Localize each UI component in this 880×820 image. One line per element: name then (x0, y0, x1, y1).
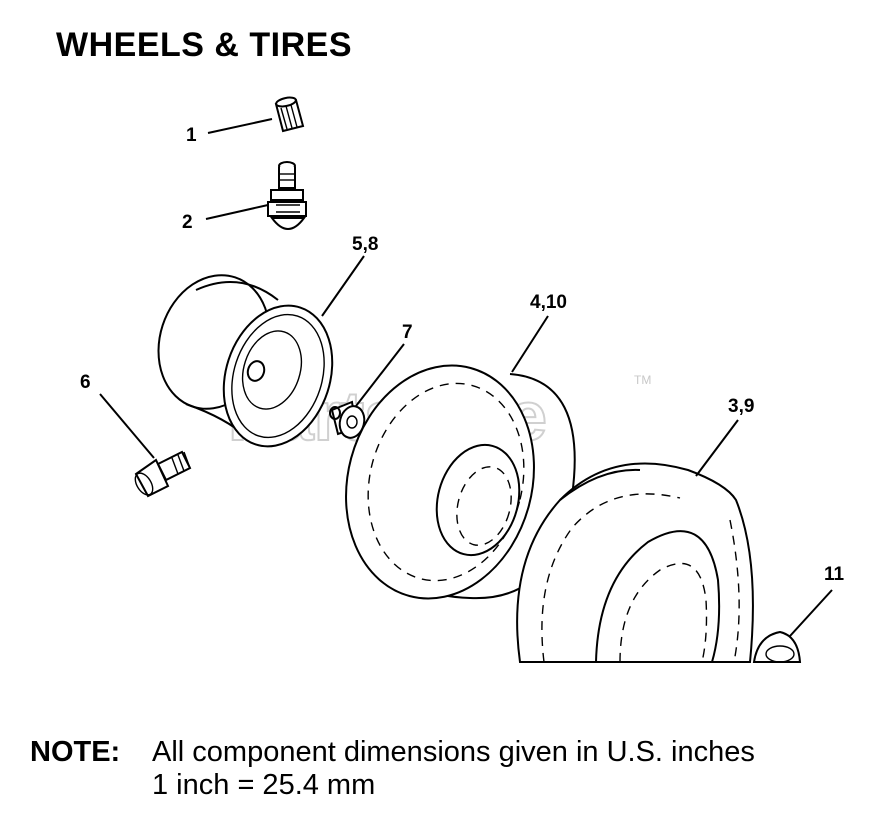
note-body: All component dimensions given in U.S. i… (152, 736, 755, 802)
page-title: WHEELS & TIRES (56, 26, 353, 64)
callout-3-9[interactable]: 3,9 (728, 396, 754, 417)
note-line-2: 1 inch = 25.4 mm (152, 769, 376, 801)
leader-line-6 (99, 393, 155, 459)
part-2-valve-stem[interactable] (267, 161, 307, 230)
part-3-9-tire-rear[interactable] (500, 462, 770, 693)
part-7-bushing[interactable] (329, 400, 368, 440)
callout-2[interactable]: 2 (182, 212, 193, 233)
note-line-1: All component dimensions given in U.S. i… (152, 736, 755, 768)
callout-7[interactable]: 7 (402, 322, 413, 343)
callout-11[interactable]: 11 (824, 564, 845, 585)
dimensions-note: NOTE: All component dimensions given in U… (30, 736, 755, 802)
leader-line-7 (355, 343, 405, 407)
part-4-10-tire-front[interactable] (321, 344, 576, 620)
part-11-hub-cap[interactable] (740, 630, 820, 683)
leader-line-3-9 (695, 419, 739, 477)
callout-1[interactable]: 1 (186, 125, 197, 146)
part-5-8-wheel-rim[interactable] (142, 261, 350, 461)
callout-4-10[interactable]: 4,10 (530, 292, 567, 313)
leader-line-11 (789, 589, 833, 637)
part-6-bolt[interactable] (132, 450, 192, 498)
note-label: NOTE: (30, 736, 121, 768)
leader-line-5-8 (321, 255, 365, 317)
leader-line-4-10 (511, 315, 549, 373)
leader-line-2 (205, 204, 269, 220)
leader-line-1 (207, 118, 273, 134)
callout-6[interactable]: 6 (80, 372, 91, 393)
watermark-tm: TM (634, 373, 651, 387)
callout-5-8[interactable]: 5,8 (352, 234, 378, 255)
part-1-valve-cap[interactable] (274, 96, 305, 133)
